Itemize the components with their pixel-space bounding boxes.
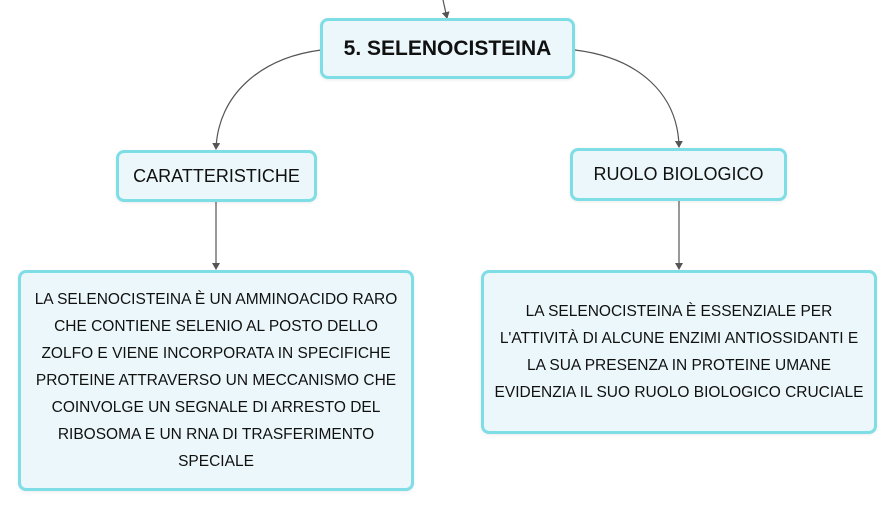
subtopic-node-ruolo-biologico[interactable]: RUOLO BIOLOGICO bbox=[570, 148, 787, 201]
subtopic-label: RUOLO BIOLOGICO bbox=[593, 164, 764, 184]
subtopic-label: CARATTERISTICHE bbox=[133, 165, 300, 186]
description-node-caratteristiche[interactable]: LA SELENOCISTEINA È UN AMMINOACIDO RARO … bbox=[18, 270, 414, 491]
description-node-ruolo-biologico[interactable]: LA SELENOCISTEINA È ESSENZIALE PER L'ATT… bbox=[481, 270, 877, 434]
main-topic-node[interactable]: 5. SELENOCISTEINA bbox=[320, 18, 575, 79]
connector-parent-to-main bbox=[441, 0, 450, 19]
connector-main-to-caratteristiche bbox=[212, 49, 322, 150]
subtopic-node-caratteristiche[interactable]: CARATTERISTICHE bbox=[116, 150, 317, 202]
description-text: LA SELENOCISTEINA È UN AMMINOACIDO RARO … bbox=[34, 291, 398, 470]
connector-main-to-ruolo-biologico bbox=[574, 49, 683, 148]
description-text: LA SELENOCISTEINA È ESSENZIALE PER L'ATT… bbox=[494, 303, 864, 401]
main-topic-label: 5. SELENOCISTEINA bbox=[343, 36, 552, 60]
